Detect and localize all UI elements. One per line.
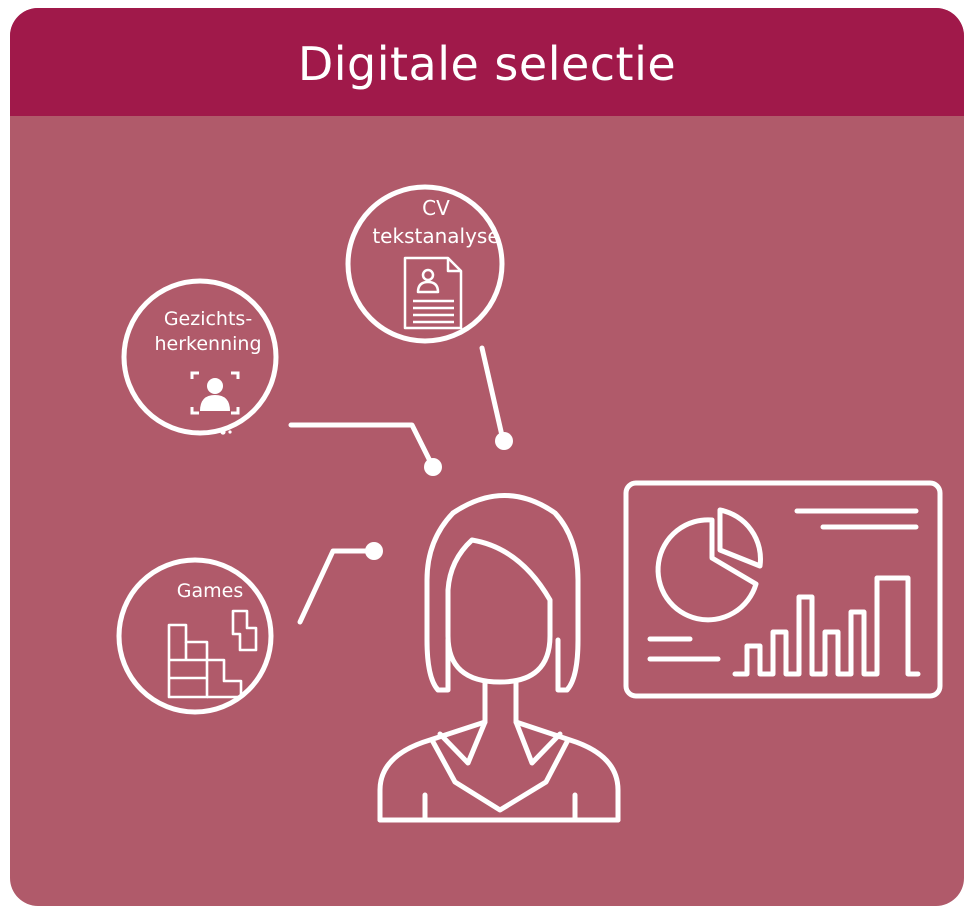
resume-icon [403,256,463,330]
games-circle [116,557,274,715]
pie-chart-icon [655,507,763,623]
puzzle-blocks-icon [167,609,258,699]
connector-dots [365,432,513,560]
connector-face [288,422,436,470]
dot-cv [495,432,513,450]
infographic-card: Digitale selectie [10,8,964,906]
node-face: Gezichts- herkenning [121,278,279,436]
cv-label-line2: tekstanalyse [372,224,499,248]
text-lines [647,508,919,662]
cv-circle [345,184,505,344]
connector-cv [479,345,506,443]
woman-avatar-icon [377,493,621,823]
face-label-line2: herkenning [154,333,261,355]
games-label: Games [177,580,243,602]
dot-face [424,458,442,476]
face-recognition-icon [190,371,240,435]
connector-lines [288,345,506,625]
header-bar: Digitale selectie [10,8,964,116]
node-cv: CV tekstanalyse [345,184,505,344]
dashboard-frame [623,480,943,699]
node-games: Games [116,557,274,715]
dashboard-chart-icon [623,480,943,699]
page-title: Digitale selectie [297,37,677,91]
connector-games [297,548,377,625]
face-circle [121,278,279,436]
face-label-line1: Gezichts- [164,308,252,330]
dot-games [365,542,383,560]
bar-chart-icon [732,575,921,677]
cv-label-line1: CV [422,196,450,220]
